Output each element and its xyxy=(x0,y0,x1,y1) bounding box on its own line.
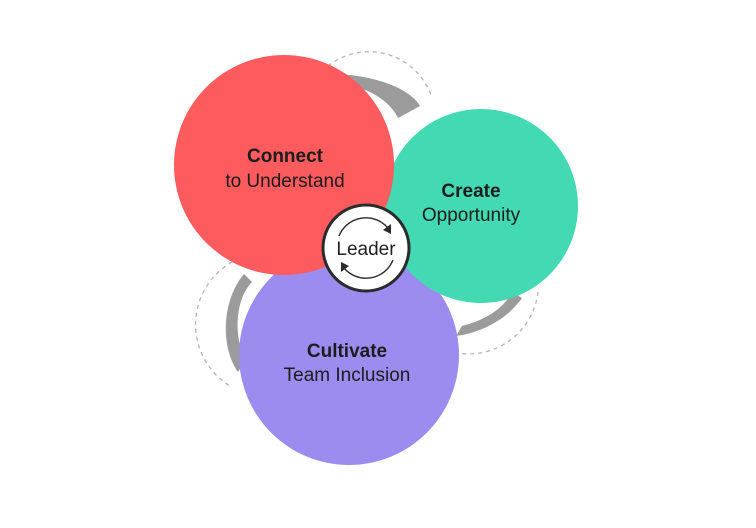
cycle-arrow-icon xyxy=(338,217,394,279)
shadow-crescent-right xyxy=(456,292,522,336)
connect-title: Connect xyxy=(247,146,324,167)
create-title: Create xyxy=(441,181,500,202)
dashed-arc-left xyxy=(194,261,233,387)
leader-label: Leader xyxy=(336,239,396,260)
cultivate-subtitle: Team Inclusion xyxy=(284,365,411,386)
cycle-arrowhead-top xyxy=(383,224,391,234)
circle-create xyxy=(384,109,578,303)
dashed-arc-top xyxy=(327,51,433,99)
cycle-arrowhead-bottom xyxy=(341,262,349,272)
shadow-crescent-left xyxy=(225,274,252,372)
leader-badge: Leader xyxy=(321,203,411,293)
create-subtitle: Opportunity xyxy=(422,205,521,226)
connect-subtitle: to Understand xyxy=(225,171,344,192)
dashed-orbit-arcs xyxy=(194,51,539,387)
cultivate-title: Cultivate xyxy=(307,341,387,362)
circle-cultivate xyxy=(239,245,459,465)
dashed-arc-right xyxy=(451,291,539,355)
